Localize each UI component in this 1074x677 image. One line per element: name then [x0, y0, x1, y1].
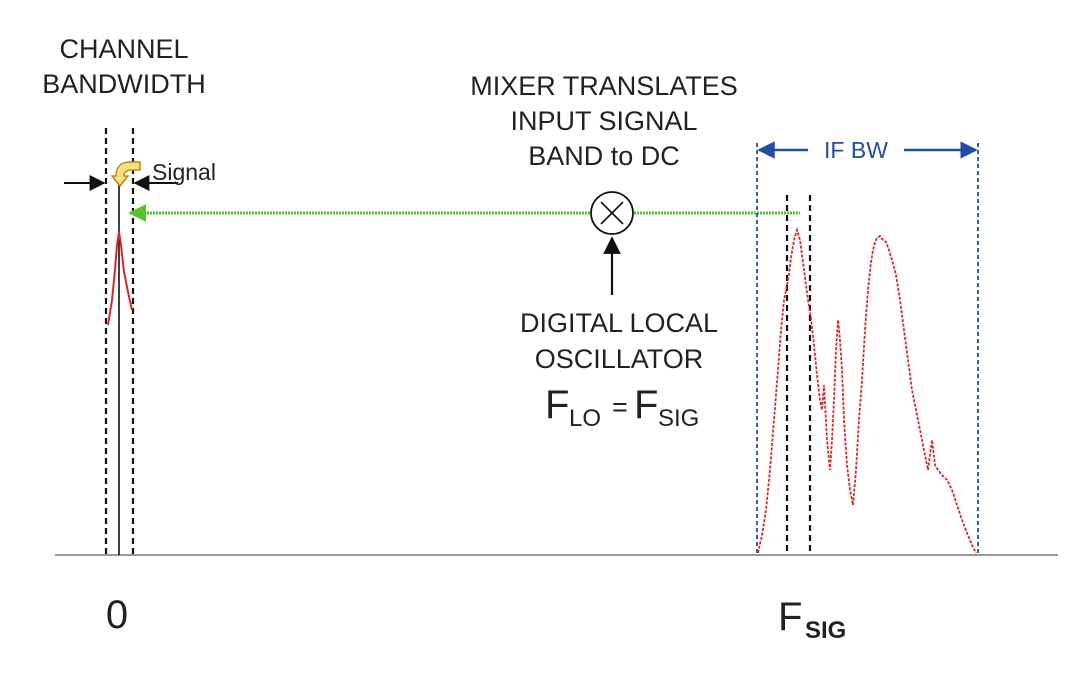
signal-label: Signal [152, 159, 216, 185]
mixer-label-line2: INPUT SIGNAL [510, 106, 697, 136]
if-spectrum [757, 226, 977, 554]
flo-subscript: LO [569, 405, 601, 432]
multiply-circle-icon [590, 191, 634, 235]
flo-equation: F LO = F SIG [545, 383, 699, 432]
axis-fsig-f: F [778, 595, 802, 639]
oscillator-label-line1: DIGITAL LOCAL [520, 308, 718, 338]
fsig-f: F [634, 383, 658, 427]
oscillator-label-line2: OSCILLATOR [535, 344, 704, 374]
axis-fsig-subscript: SIG [805, 617, 846, 644]
flo-f: F [545, 383, 569, 427]
axis-label-fsig: F SIG [778, 595, 846, 644]
dc-signal-spike [107, 231, 133, 326]
channel-bandwidth-label-line1: CHANNEL [59, 34, 188, 64]
channel-bandwidth-label-line2: BANDWIDTH [42, 69, 206, 99]
mixer-label-line1: MIXER TRANSLATES [470, 71, 738, 101]
mixer-label-line3: BAND to DC [528, 141, 680, 171]
fsig-subscript: SIG [658, 405, 699, 432]
flo-equals: = [612, 392, 628, 422]
curved-arrow-icon [110, 161, 141, 188]
ifbw-label: IF BW [824, 137, 888, 163]
axis-label-zero: 0 [106, 593, 128, 637]
